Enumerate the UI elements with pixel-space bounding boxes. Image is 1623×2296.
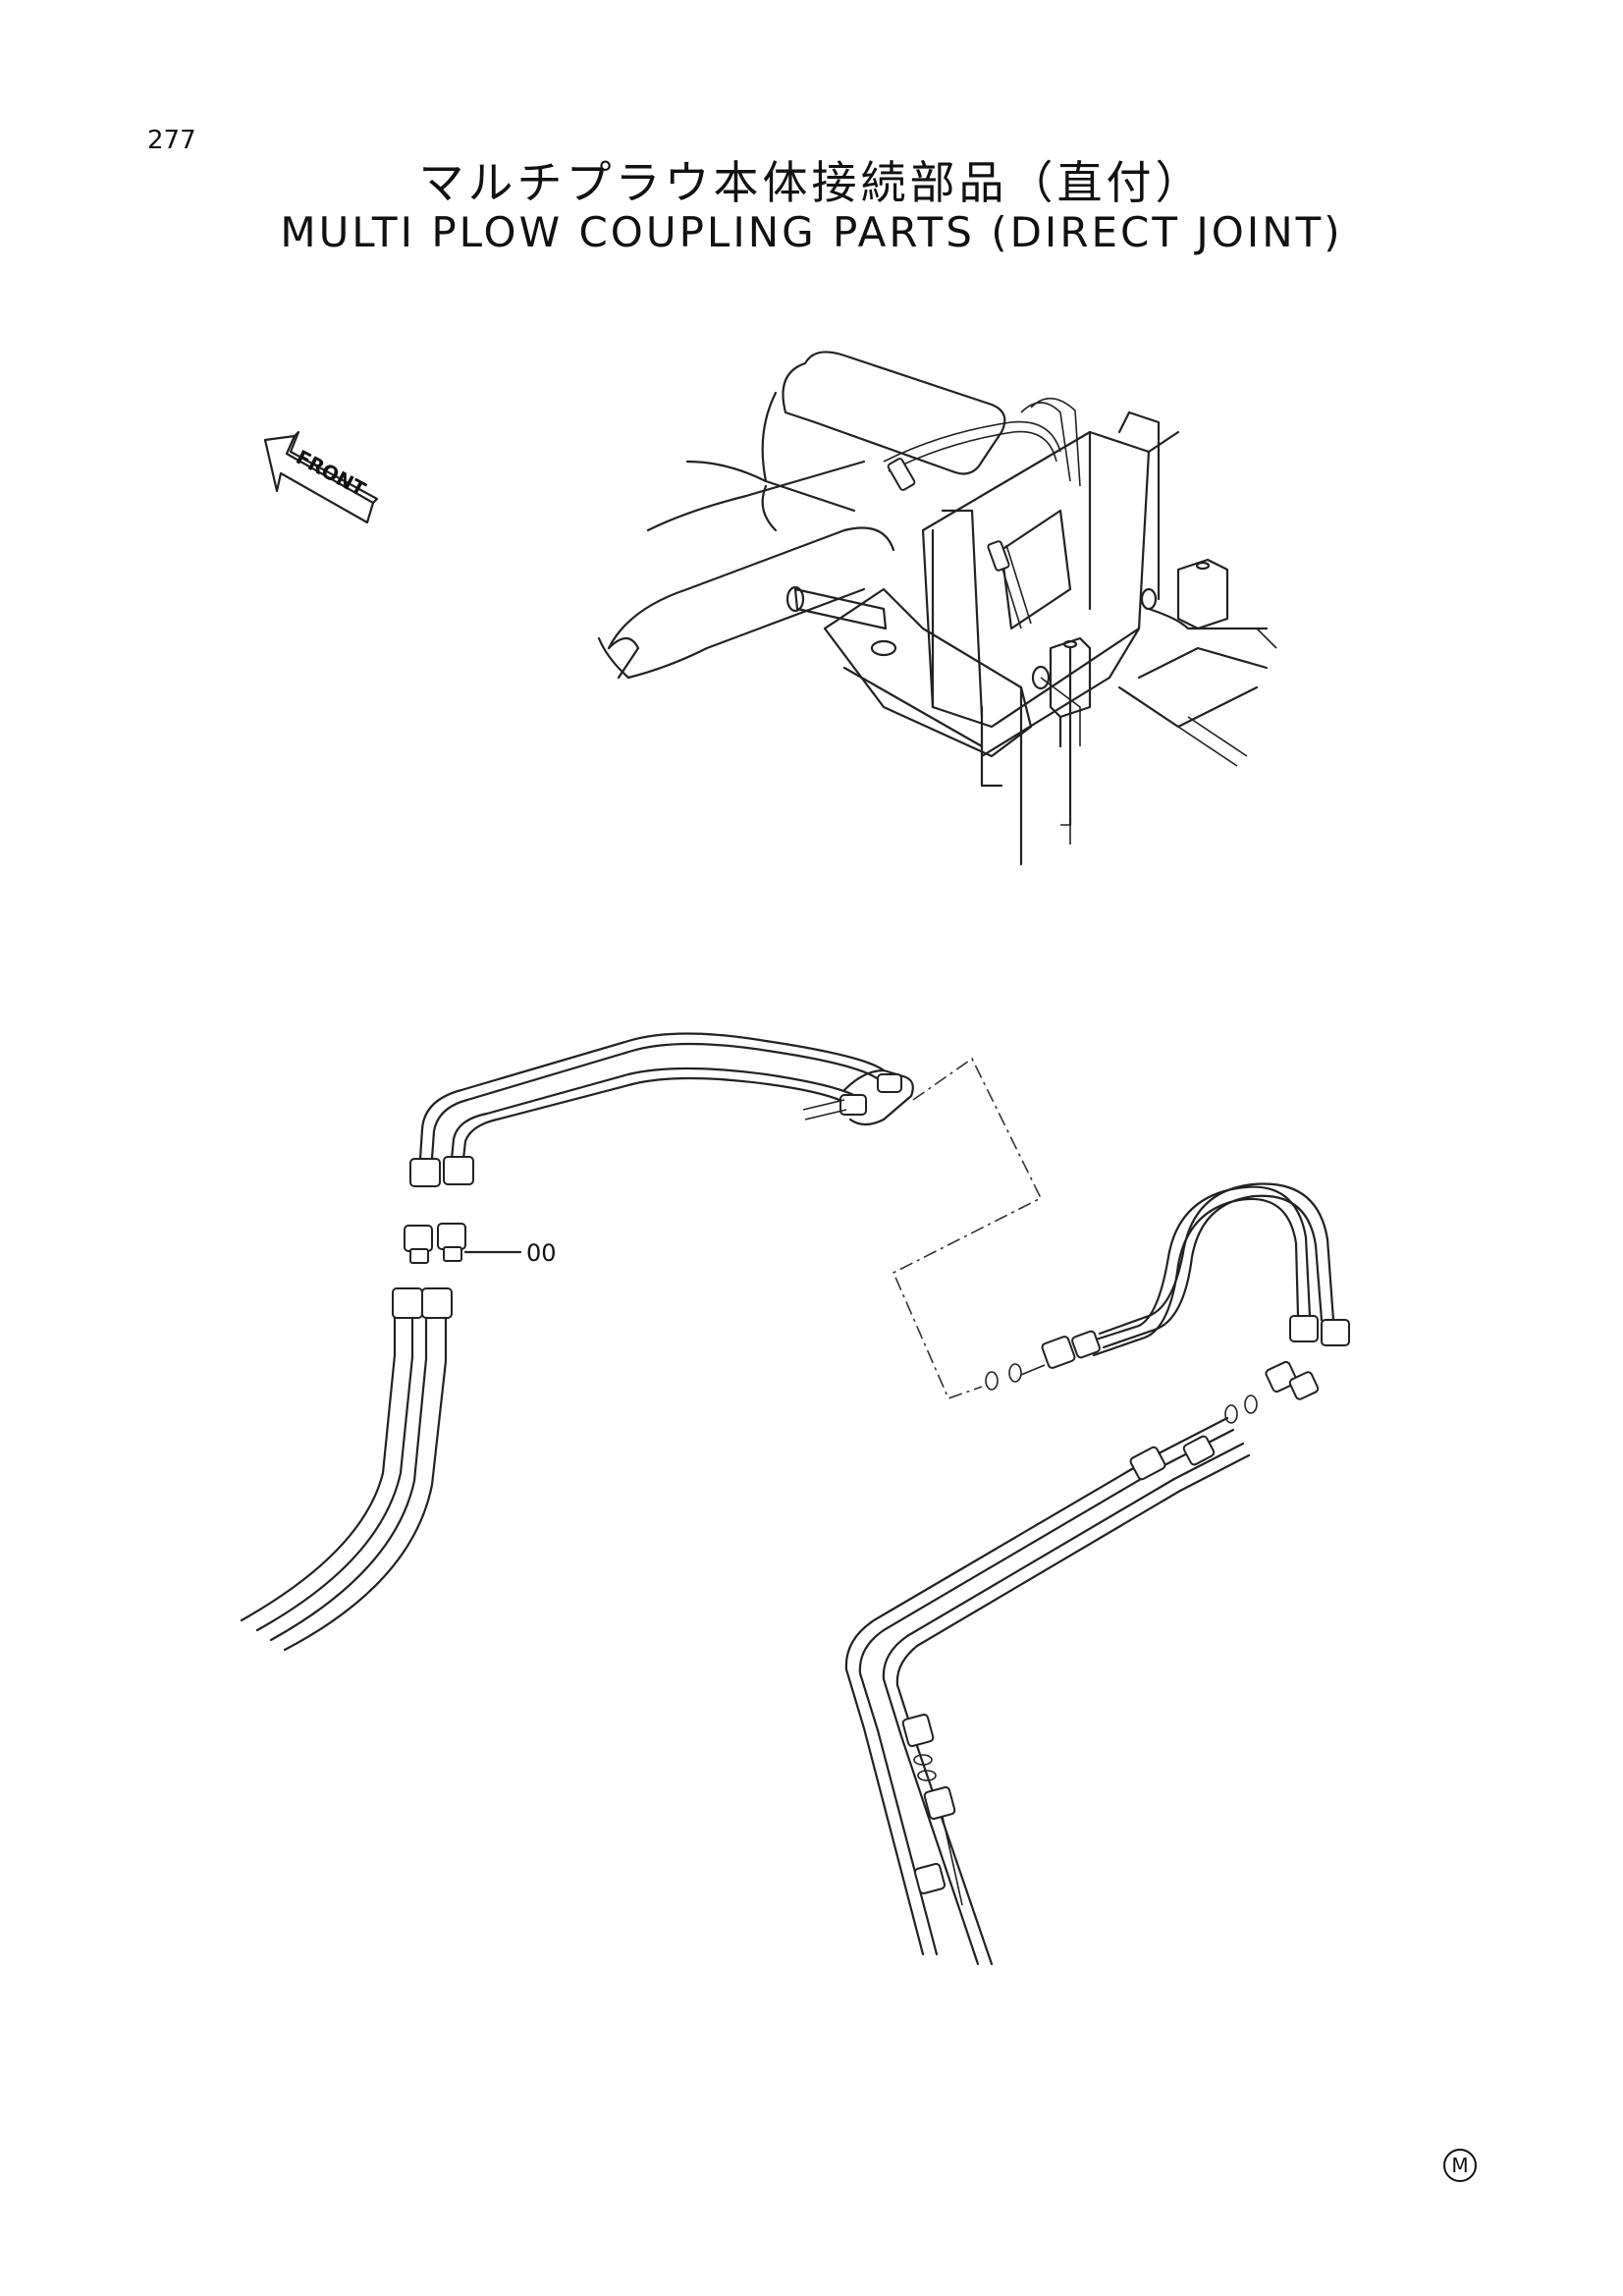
page-number: 277	[147, 126, 196, 155]
page-title-japanese: マルチプラウ本体接続部品（直付）	[418, 156, 1205, 209]
front-label: FRONT	[293, 445, 370, 501]
callout-00: 00	[526, 1239, 557, 1267]
upper-pipe-drawing: 00	[240, 1032, 914, 1652]
manufacturer-mark-icon: M	[1443, 2149, 1477, 2182]
callout-bracket	[892, 1057, 1043, 1400]
lower-pipe-drawing	[844, 1416, 1251, 1966]
machine-frame-drawing	[597, 351, 1277, 866]
page-title-english: MULTI PLOW COUPLING PARTS (DIRECT JOINT)	[280, 208, 1343, 256]
front-arrow-icon: FRONT	[263, 430, 379, 524]
right-hose-drawing	[985, 1182, 1350, 1424]
